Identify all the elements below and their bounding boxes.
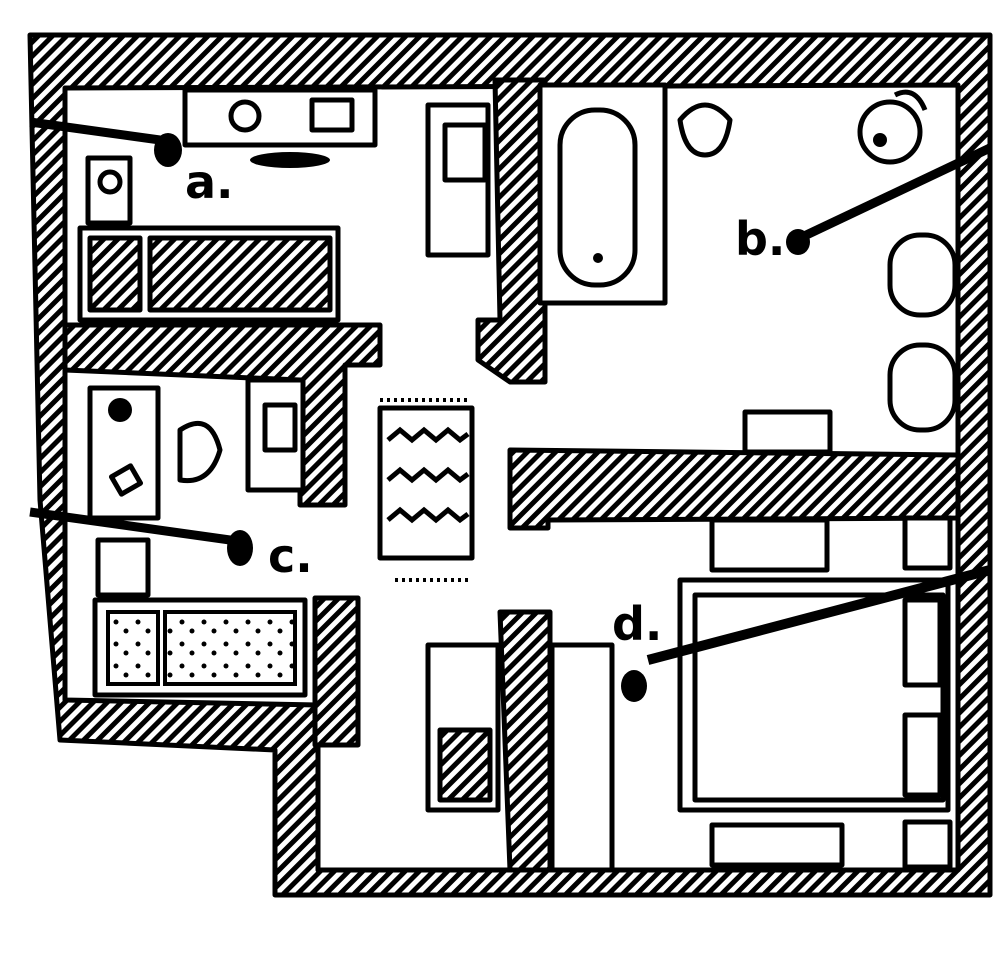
exterior-walls bbox=[27, 32, 993, 898]
room-c-furniture bbox=[87, 377, 308, 698]
room-d-furniture bbox=[425, 515, 953, 873]
room-label-a: a. bbox=[185, 155, 234, 209]
room-label-c: c. bbox=[268, 529, 313, 583]
callout-d bbox=[621, 565, 992, 702]
callout-c bbox=[29, 507, 253, 566]
room-b-furniture bbox=[537, 82, 958, 455]
callout-a bbox=[29, 117, 182, 167]
room-a-furniture bbox=[77, 87, 491, 323]
callout-b bbox=[786, 143, 992, 255]
hall-rug bbox=[377, 398, 475, 582]
room-label-d: d. bbox=[612, 597, 662, 651]
room-label-b: b. bbox=[735, 212, 785, 266]
